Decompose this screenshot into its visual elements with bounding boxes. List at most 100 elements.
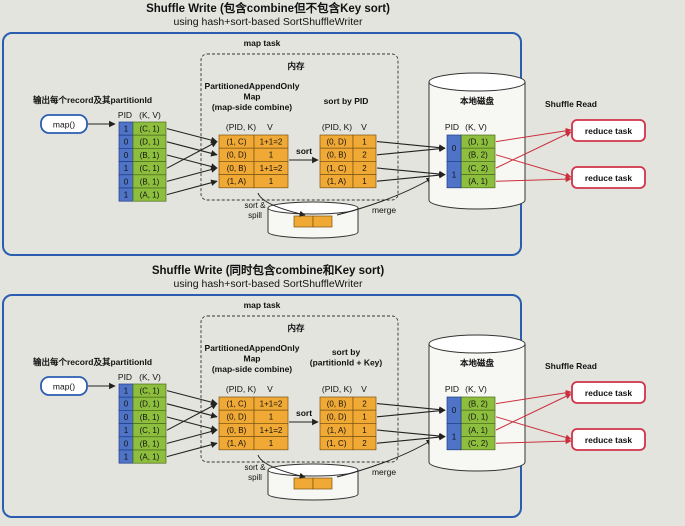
shuffle-read-arrow <box>495 393 572 431</box>
sorted-key-header: (PID, K) <box>322 122 352 132</box>
input-kv-cell <box>132 449 167 464</box>
disk-pid-value: 0 <box>452 406 457 415</box>
write-disk-arrow <box>376 407 446 418</box>
map-task-label: map task <box>244 300 281 310</box>
paom-key-value: (0, D) <box>227 413 247 422</box>
paom-label: (map-side combine) <box>212 364 292 374</box>
input-kv-value: (C, 1) <box>140 387 160 396</box>
input-pid-value: 0 <box>124 400 129 409</box>
spill-block <box>293 215 314 228</box>
paom-value-cell <box>253 436 289 451</box>
paom-value-value: 1 <box>269 413 274 422</box>
disk-kv-header: (K, V) <box>465 384 487 394</box>
sorted-value-value: 1 <box>362 138 367 147</box>
sorted-key-value: (1, A) <box>327 426 346 435</box>
combine-arrow <box>166 141 218 157</box>
write-disk-arrow <box>376 403 446 413</box>
disk-kv-value: (C, 2) <box>468 439 488 448</box>
spill-arrow <box>257 454 306 479</box>
disk-pid-cell <box>446 161 462 189</box>
sorted-value-value: 1 <box>362 426 367 435</box>
spill-block <box>293 477 314 490</box>
sorted-title: sort by PID <box>324 96 369 106</box>
sorted-key-value: (0, D) <box>327 138 347 147</box>
map-function-label: map() <box>53 120 75 130</box>
sorted-key-header: (PID, K) <box>322 384 352 394</box>
memory-label: 内存 <box>287 323 305 333</box>
shuffle-read-arrow <box>495 154 572 179</box>
memory-region <box>200 53 399 201</box>
diagram-combine-and-key-sort: Shuffle Write (同时包含combine和Key sort)usin… <box>2 263 646 518</box>
sorted-value-header: V <box>361 384 367 394</box>
shuffle-read-arrow <box>495 416 572 441</box>
input-kv-value: (A, 1) <box>140 453 160 462</box>
combine-arrow <box>166 428 218 444</box>
disk-pid-value: 1 <box>452 171 457 180</box>
combine-arrow <box>166 390 218 406</box>
output-label: 输出每个record及其partitionId <box>33 357 152 367</box>
sorted-key-value: (1, A) <box>327 177 346 186</box>
shuffle-read-label: Shuffle Read <box>545 99 597 109</box>
combine-arrow <box>166 166 218 182</box>
spill-label: sort & <box>245 463 267 472</box>
input-pid-value: 1 <box>124 453 129 462</box>
paom-key-value: (0, B) <box>227 164 247 173</box>
reduce-task-label: reduce task <box>585 435 633 445</box>
disk-pid-cell <box>446 423 462 451</box>
shuffle-read-arrow <box>495 176 572 183</box>
input-pid-value: 0 <box>124 177 129 186</box>
sorted-key-value: (1, C) <box>327 439 347 448</box>
output-label: 输出每个record及其partitionId <box>33 95 152 105</box>
sorted-value-header: V <box>361 122 367 132</box>
local-disk-label: 本地磁盘 <box>460 358 495 368</box>
local-disk-label: 本地磁盘 <box>460 96 495 106</box>
sorted-value-value: 1 <box>362 177 367 186</box>
shuffle-read-arrow <box>495 131 572 169</box>
write-disk-arrow <box>376 429 446 440</box>
disk-kv-value: (A, 1) <box>468 177 488 186</box>
input-pid-value: 1 <box>124 125 129 134</box>
sort-label: sort <box>296 146 312 156</box>
input-kv-cell <box>132 187 167 202</box>
disk-kv-header: (K, V) <box>465 122 487 132</box>
sorted-key-value: (1, C) <box>327 164 347 173</box>
combine-arrow <box>166 403 218 419</box>
sorted-title: sort by <box>332 347 361 357</box>
input-pid-value: 0 <box>124 138 129 147</box>
input-pid-header: PID <box>118 372 132 382</box>
disk-kv-value: (D, 1) <box>468 413 488 422</box>
sorted-key-value: (0, B) <box>327 400 347 409</box>
combine-arrow <box>166 154 218 170</box>
sorted-value-value: 2 <box>362 164 367 173</box>
input-pid-value: 0 <box>124 439 129 448</box>
diagram-subtitle: using hash+sort-based SortShuffleWriter <box>173 16 363 28</box>
map-function-box <box>40 376 88 396</box>
map-function-box <box>40 114 88 134</box>
paom-value-value: 1+1=2 <box>260 164 283 173</box>
reduce-task-box <box>571 119 646 142</box>
paom-label: (map-side combine) <box>212 102 292 112</box>
spill-block <box>312 215 333 228</box>
memory-label: 内存 <box>287 61 305 71</box>
shuffle-read-arrow <box>495 127 572 143</box>
paom-value-value: 1 <box>269 439 274 448</box>
disk-kv-value: (D, 1) <box>468 138 488 147</box>
input-kv-value: (C, 1) <box>140 125 160 134</box>
paom-value-value: 1+1=2 <box>260 426 283 435</box>
spill-label: spill <box>248 211 262 220</box>
paom-value-cell <box>253 174 289 189</box>
spill-arrow <box>257 192 306 217</box>
write-disk-arrow <box>376 145 446 156</box>
disk-pid-value: 0 <box>452 144 457 153</box>
input-kv-value: (D, 1) <box>140 400 160 409</box>
input-pid-value: 0 <box>124 151 129 160</box>
paom-label: PartitionedAppendOnly <box>205 343 300 353</box>
disk-kv-value: (B, 2) <box>468 400 488 409</box>
paom-key-value: (1, A) <box>227 177 246 186</box>
paom-value-value: 1+1=2 <box>260 138 283 147</box>
merge-label: merge <box>372 205 396 215</box>
paom-key-value: (1, C) <box>227 400 247 409</box>
disk-kv-value: (B, 2) <box>468 151 488 160</box>
reduce-task-box <box>571 428 646 451</box>
input-kv-value: (B, 1) <box>140 177 160 186</box>
